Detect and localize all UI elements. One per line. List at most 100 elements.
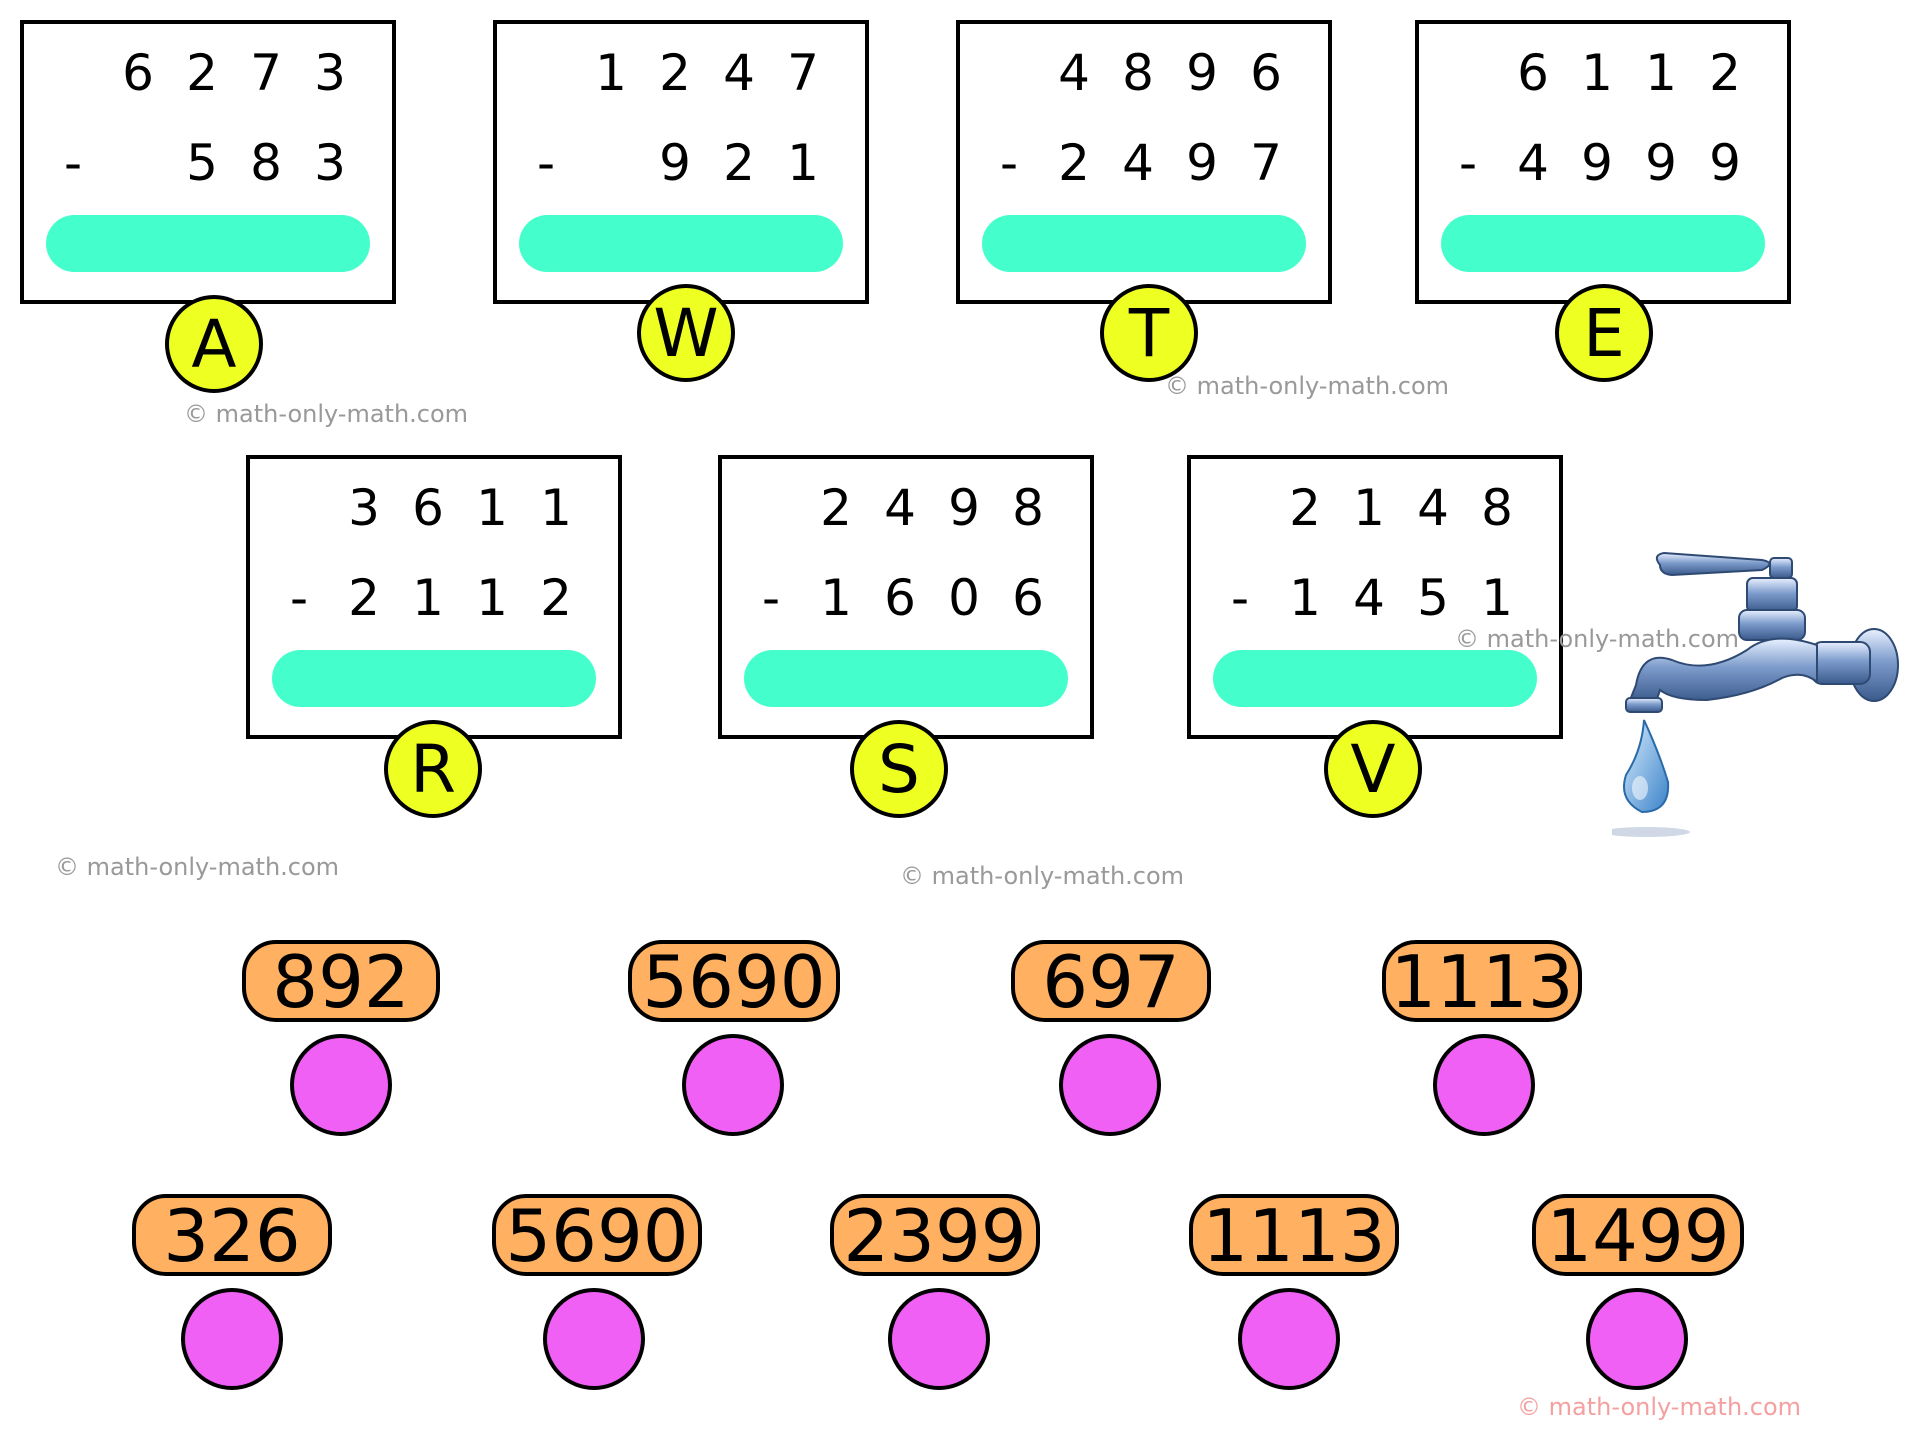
watermark: © math-only-math.com [900, 862, 1185, 890]
watermark: © math-only-math.com [55, 853, 340, 881]
digit: 3 [348, 479, 380, 537]
digit: 1 [1353, 479, 1385, 537]
digit: 8 [1012, 479, 1044, 537]
digit: 9 [1709, 134, 1741, 192]
digit: 3 [314, 44, 346, 102]
digit: 9 [1186, 134, 1218, 192]
letter-badge-r: R [384, 720, 482, 818]
watermark: © math-only-math.com [1165, 372, 1450, 400]
minus-sign: - [1000, 134, 1019, 192]
digit: 6 [1012, 569, 1044, 627]
digit: 7 [787, 44, 819, 102]
answer-dot[interactable] [290, 1034, 392, 1136]
digit: 7 [1250, 134, 1282, 192]
digit: 6 [412, 479, 444, 537]
answer-bar[interactable] [744, 650, 1068, 707]
digit: 6 [1250, 44, 1282, 102]
digit: 1 [540, 479, 572, 537]
digit: 1 [412, 569, 444, 627]
minus-sign: - [1459, 134, 1478, 192]
answer-pill: 892 [242, 940, 440, 1022]
answer-pill: 1113 [1189, 1194, 1399, 1276]
digit: 2 [820, 479, 852, 537]
answer-bar[interactable] [982, 215, 1306, 272]
answer-pill: 5690 [628, 940, 840, 1022]
digit: 2 [1709, 44, 1741, 102]
answer-pill: 1499 [1532, 1194, 1744, 1276]
digit: 1 [1481, 569, 1513, 627]
answer-bar[interactable] [1213, 650, 1537, 707]
answer-bar[interactable] [272, 650, 596, 707]
answer-dot[interactable] [543, 1288, 645, 1390]
digit: 6 [884, 569, 916, 627]
digit: 4 [1122, 134, 1154, 192]
digit: 4 [1058, 44, 1090, 102]
digit: 2 [723, 134, 755, 192]
minus-sign: - [762, 569, 781, 627]
digit: 9 [948, 479, 980, 537]
letter-badge-s: S [850, 720, 948, 818]
minus-sign: - [1231, 569, 1250, 627]
digit: 9 [659, 134, 691, 192]
answer-pill: 5690 [492, 1194, 702, 1276]
digit: 1 [1645, 44, 1677, 102]
answer-pill: 326 [132, 1194, 332, 1276]
minus-sign: - [64, 134, 83, 192]
digit: 9 [1186, 44, 1218, 102]
digit: 2 [659, 44, 691, 102]
digit: 1 [820, 569, 852, 627]
digit: 7 [250, 44, 282, 102]
answer-bar[interactable] [519, 215, 843, 272]
answer-dot[interactable] [682, 1034, 784, 1136]
digit: 4 [1517, 134, 1549, 192]
answer-dot[interactable] [1586, 1288, 1688, 1390]
answer-bar[interactable] [1441, 215, 1765, 272]
letter-badge-w: W [637, 284, 735, 382]
answer-pill: 2399 [830, 1194, 1040, 1276]
answer-pill: 1113 [1382, 940, 1582, 1022]
digit: 9 [1645, 134, 1677, 192]
digit: 1 [476, 569, 508, 627]
minus-sign: - [290, 569, 309, 627]
answer-dot[interactable] [1238, 1288, 1340, 1390]
digit: 4 [1353, 569, 1385, 627]
digit: 4 [884, 479, 916, 537]
digit: 8 [1481, 479, 1513, 537]
water-tap-icon [1612, 551, 1899, 837]
answer-dot[interactable] [181, 1288, 283, 1390]
letter-badge-e: E [1555, 284, 1653, 382]
answer-pill: 697 [1011, 940, 1211, 1022]
answer-dot[interactable] [1433, 1034, 1535, 1136]
answer-dot[interactable] [1059, 1034, 1161, 1136]
watermark: © math-only-math.com [1455, 625, 1740, 653]
digit: 2 [1289, 479, 1321, 537]
letter-badge-t: T [1100, 284, 1198, 382]
digit: 2 [186, 44, 218, 102]
digit: 1 [476, 479, 508, 537]
digit: 5 [1417, 569, 1449, 627]
digit: 8 [1122, 44, 1154, 102]
digit: 6 [122, 44, 154, 102]
answer-bar[interactable] [46, 215, 370, 272]
digit: 2 [1058, 134, 1090, 192]
answer-dot[interactable] [888, 1288, 990, 1390]
digit: 1 [787, 134, 819, 192]
watermark: © math-only-math.com [184, 400, 469, 428]
